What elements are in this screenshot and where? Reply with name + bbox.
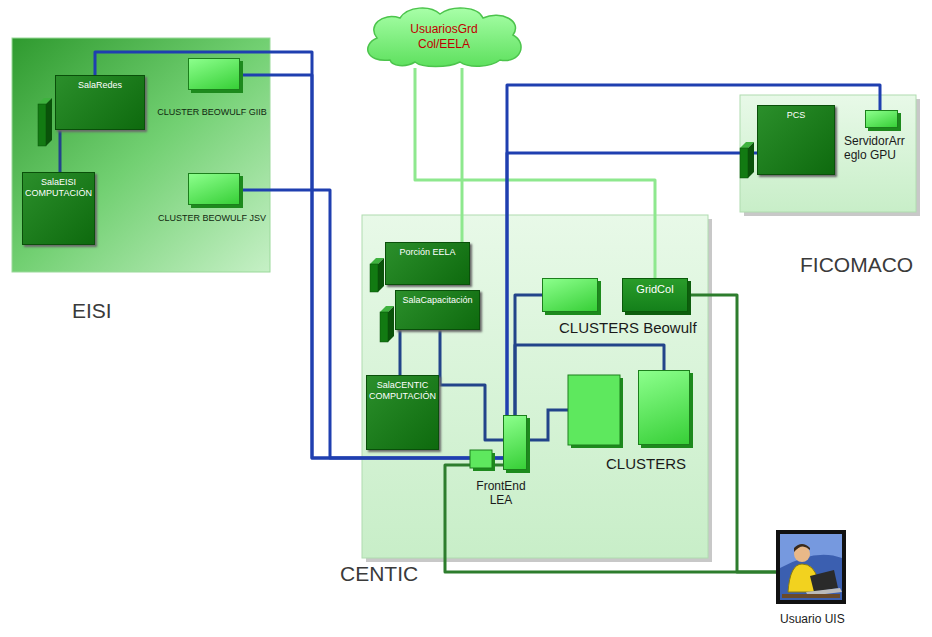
lab-room: PCS bbox=[757, 105, 835, 175]
node-label: SalaRedes bbox=[56, 76, 144, 93]
network-link bbox=[445, 465, 776, 572]
lab-room: Porción EELA bbox=[385, 242, 470, 285]
network-link bbox=[440, 330, 503, 440]
user-icon: Usuario UIS bbox=[776, 530, 846, 604]
lab-room: SalaCapacitación bbox=[395, 290, 480, 330]
region-label: FICOMACO bbox=[800, 252, 913, 277]
node-label: CLUSTER BEOWULF JSV bbox=[151, 213, 273, 224]
network-switch bbox=[370, 258, 384, 292]
node-label: CLUSTER BEOWULF GIIB bbox=[151, 107, 273, 118]
building-region: CENTICPorción EELASalaCapacitaciónCLUSTE… bbox=[362, 215, 708, 558]
node-label: FrontEnd LEA bbox=[469, 479, 533, 508]
network-switch bbox=[740, 142, 754, 178]
lab-room: SalaCENTIC COMPUTACIÓN bbox=[366, 375, 439, 450]
node-label: CLUSTERS Beowulf bbox=[559, 319, 697, 337]
region-fill bbox=[12, 38, 270, 272]
building-region: FICOMACOPCSServidorArreglo GPU bbox=[740, 95, 916, 212]
node-label: SalaCapacitación bbox=[396, 291, 479, 308]
node-label: SalaCENTIC COMPUTACIÓN bbox=[367, 376, 438, 404]
front-end: FrontEnd LEA bbox=[503, 415, 527, 470]
frontend-switch bbox=[470, 450, 495, 471]
node-label: GridCol bbox=[623, 279, 687, 298]
user-cloud: UsuariosGrd Col/EELA bbox=[360, 5, 528, 68]
cluster-box: CLUSTERS Beowulf bbox=[542, 278, 598, 312]
cloud-label: UsuariosGrd Col/EELA bbox=[392, 22, 496, 52]
gpu-server: ServidorArreglo GPU bbox=[865, 110, 898, 128]
network-link bbox=[515, 295, 542, 415]
network-link bbox=[399, 330, 402, 375]
cluster-wire bbox=[527, 410, 568, 440]
network-link bbox=[59, 130, 62, 172]
cluster-box: CLUSTERS bbox=[638, 370, 690, 445]
user-illustration bbox=[776, 530, 846, 604]
network-switch bbox=[380, 306, 394, 342]
network-link bbox=[240, 190, 503, 458]
node-label: SalaEISI COMPUTACIÓN bbox=[23, 173, 94, 201]
region-fill bbox=[740, 95, 916, 212]
node-label: Porción EELA bbox=[386, 243, 469, 260]
node-label: Usuario UIS bbox=[780, 612, 845, 626]
grid-node: GridCol bbox=[622, 278, 688, 312]
node-label: CLUSTERS bbox=[606, 455, 686, 473]
network-link bbox=[507, 85, 880, 415]
node-label: PCS bbox=[758, 106, 834, 123]
lab-room: SalaRedes bbox=[55, 75, 145, 130]
node-label: ServidorArreglo GPU bbox=[844, 134, 908, 163]
cluster-box bbox=[568, 375, 623, 448]
network-link bbox=[507, 153, 757, 415]
network-link bbox=[688, 295, 776, 572]
building-region: EISISalaRedesCLUSTER BEOWULF GIIBSalaEIS… bbox=[12, 38, 270, 272]
lab-room: SalaEISI COMPUTACIÓN bbox=[22, 172, 95, 245]
cluster-box: CLUSTER BEOWULF GIIB bbox=[188, 58, 240, 90]
region-label: EISI bbox=[72, 298, 112, 323]
network-switch bbox=[38, 98, 52, 146]
region-label: CENTIC bbox=[340, 561, 418, 586]
network-link bbox=[240, 75, 503, 458]
network-link bbox=[95, 52, 503, 458]
cluster-box: CLUSTER BEOWULF JSV bbox=[188, 173, 240, 205]
network-link bbox=[461, 68, 464, 242]
